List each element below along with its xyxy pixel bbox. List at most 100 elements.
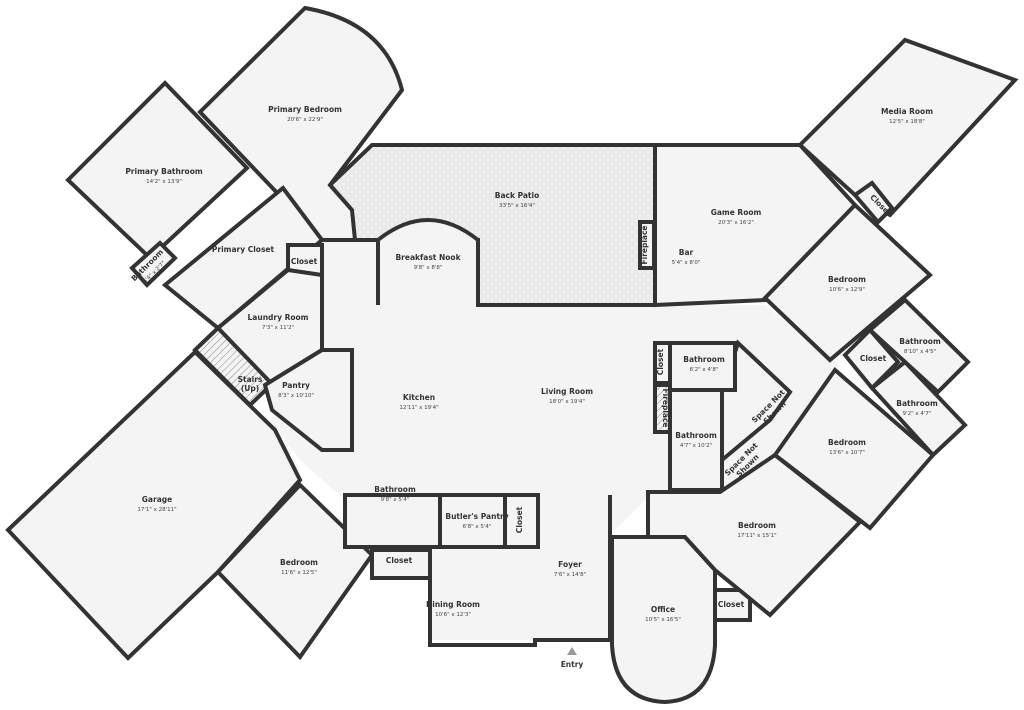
room-dimensions: 9'8" x 5'4" [381,497,410,503]
room-dimensions: 4'7" x 10'2" [680,443,712,449]
room-label: Butler's Pantry 6'8" x 5'4" [445,512,508,530]
room-label: Closet [656,348,665,375]
closet-media [852,180,895,225]
room-label: Closet [386,556,413,565]
closet-sw [370,548,432,580]
room-name: Bathroom [675,431,717,440]
room-name: Fireplace [661,388,670,427]
room-label: Closet [718,600,745,609]
room-dimensions: 6'2" x 4'8" [690,367,719,373]
room-name: Closet [718,600,745,609]
room-name: Primary Bedroom [268,105,342,114]
room-name: Foyer [558,560,582,569]
primary-bedroom [197,5,405,242]
room-name: Stairs [238,375,263,384]
room-name: Bedroom [280,558,318,567]
room-name: Butler's Pantry [445,512,508,521]
room-dimensions: 18'0" x 19'4" [549,399,585,405]
closet-butler [503,493,540,549]
room-label: Primary Closet [212,245,275,254]
bathroom-9x4 [869,359,968,458]
room-dimensions: 6'8" x 5'4" [463,524,492,530]
room-dimensions: 14'2" x 13'9" [146,179,182,185]
small-bathroom [129,240,178,288]
room-label: Back Patio 33'5" x 16'4" [495,191,540,209]
closet-small [286,243,324,277]
room-dimensions: 8'3" x 10'10" [278,393,314,399]
room-name: Bathroom [899,337,941,346]
room-name: Game Room [711,208,762,217]
room-label: Fireplace [661,388,670,427]
bathroom-4x10 [668,388,724,492]
bathroom-6x4 [668,341,737,392]
room-label: Pantry 8'3" x 10'10" [278,381,314,399]
room-dimensions: 17'1" x 28'11" [137,507,176,513]
room-label: Foyer 7'6" x 14'8" [554,560,586,578]
room-label: Primary Bathroom 14'2" x 13'9" [125,167,203,185]
office [610,535,717,705]
room-label: Closet [515,506,524,533]
room-name: Pantry [282,381,310,390]
room-dimensions: 10'6" x 12'3" [435,612,471,618]
room-label: Bedroom 10'6" x 12'9" [828,275,866,293]
bedroom-ne [762,202,934,363]
room-name: Living Room [541,387,593,396]
room-name: Kitchen [403,393,435,402]
room-label: Closet [291,257,318,266]
room-name: Bathroom [683,355,725,364]
room-label: Game Room 20'3" x 16'2" [711,208,762,226]
breakfast-nook [376,218,480,305]
pantry [262,348,354,452]
room-label: Bedroom 11'6" x 12'5" [280,558,318,576]
room-name: Laundry Room [248,313,309,322]
bedroom-se [646,452,863,618]
closet-ne [842,327,901,391]
room-dimensions: 9'8" x 8'8" [414,265,443,271]
room-dimensions: 12'5" x 18'8" [889,119,925,125]
room-dimensions: 9'2" x 4'7" [903,411,932,417]
garage [5,349,303,661]
space-not-shown [720,339,793,490]
entry-triangle-icon [567,647,577,655]
room-label: Bathroom 8'10" x 4'5" [899,337,941,355]
room-label: Media Room 12'5" x 18'8" [881,107,933,125]
bedroom-e [772,367,936,531]
butlers-pantry [438,493,507,549]
room-name: Closet [860,354,887,363]
room-dimensions: 20'6" x 22'9" [287,117,323,123]
room-dimensions: 10'6" x 12'9" [829,287,865,293]
room-dimensions: 20'3" x 16'2" [718,220,754,226]
fireplace-patio [638,220,656,270]
room-name: Media Room [881,107,933,116]
room-name: Bathroom [896,399,938,408]
room-dimensions: 7'6" x 14'8" [554,572,586,578]
room-dimensions: 13'6" x 10'7" [829,450,865,456]
room-dimensions: 11'6" x 12'5" [281,570,317,576]
room-name: Closet [656,348,665,375]
room-label: Bathroom 6'2" x 4'8" [683,355,725,373]
room-dimensions: 33'5" x 16'4" [499,203,535,209]
room-name: Entry [561,660,584,669]
room-name: Primary Bathroom [125,167,203,176]
primary-bathroom [65,80,250,261]
room-label: Living Room 18'0" x 19'4" [541,387,593,405]
room-dimensions: 8'10" x 4'5" [904,349,936,355]
room-dimensions: (Up) [241,384,259,393]
room-name: Bedroom [738,521,776,530]
room-name: Closet [515,506,524,533]
room-name: Bedroom [828,275,866,284]
primary-closet [161,185,325,331]
room-name: Back Patio [495,191,540,200]
room-dimensions: 12'11" x 19'4" [399,405,438,411]
room-dimensions: 17'11" x 15'1" [737,533,776,539]
room-shapes [5,5,1019,705]
room-label: Bathroom 9'2" x 4'7" [896,399,938,417]
room-label: Kitchen 12'11" x 19'4" [399,393,438,411]
